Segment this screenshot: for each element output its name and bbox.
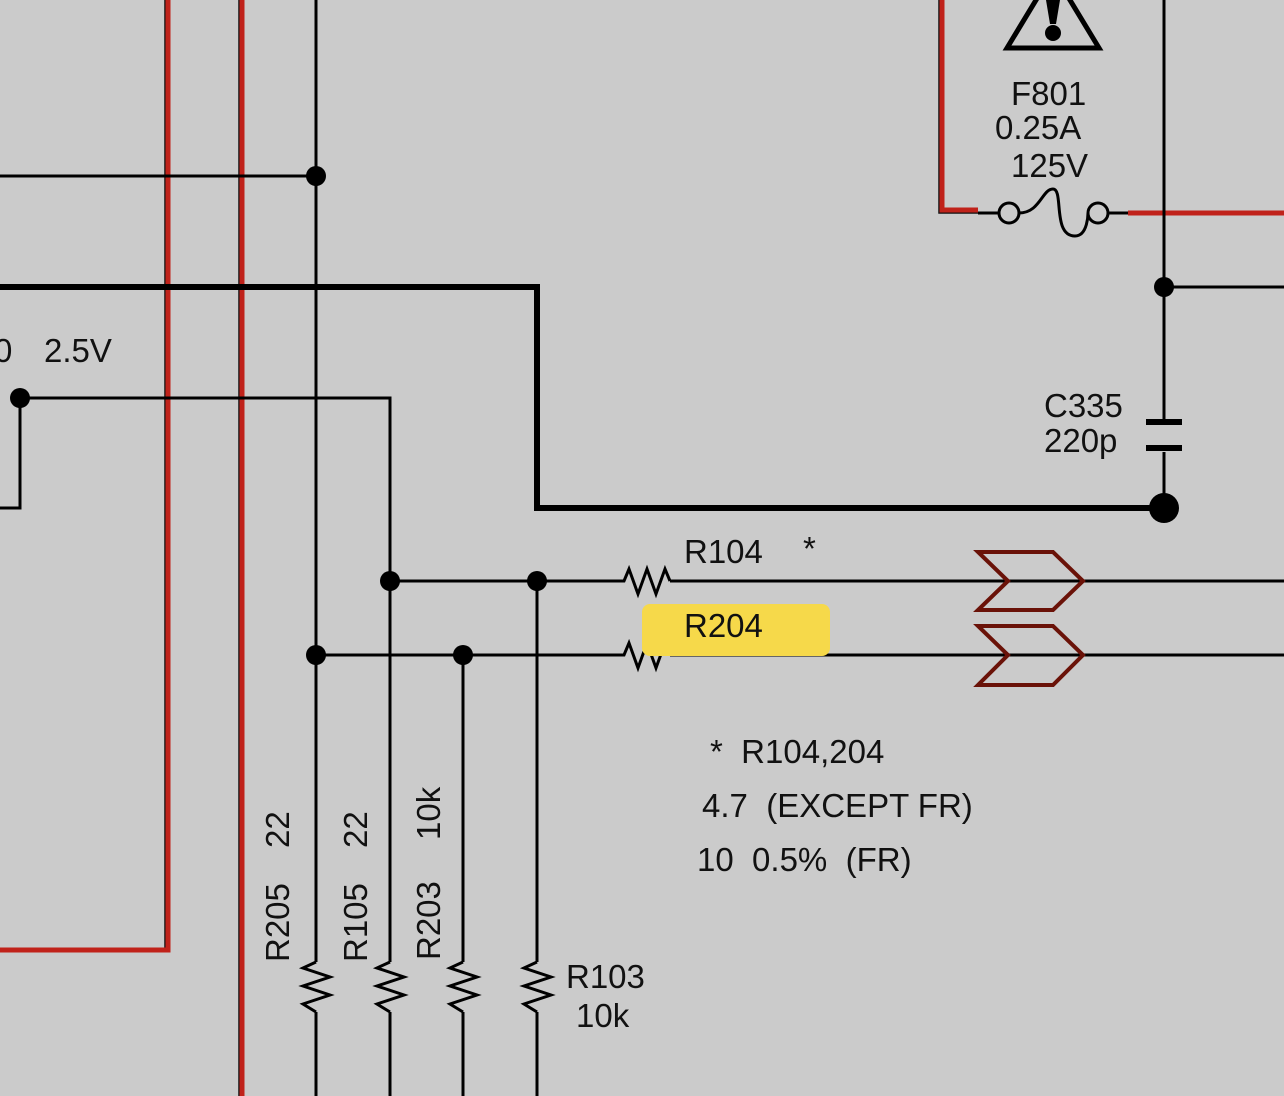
note-line-1: * R104,204	[710, 733, 884, 770]
r205-ref-label: R205	[259, 883, 296, 962]
r203-value-label: 10k	[410, 786, 447, 840]
c335-value-label: 220p	[1044, 422, 1117, 459]
resistor-r103-symbol	[519, 960, 556, 1014]
warning-triangle-icon	[1002, 0, 1104, 51]
capacitor-symbol	[1146, 419, 1182, 451]
r204-highlight	[642, 604, 830, 656]
r104-mark-label: *	[803, 530, 816, 567]
f801-ref-label: F801	[1011, 75, 1086, 112]
resistor-r203-symbol	[445, 960, 482, 1014]
resistor-r205-symbol	[298, 960, 335, 1014]
r105-value-label: 22	[337, 811, 374, 848]
ground-bus	[0, 284, 1164, 511]
r104-ref-label: R104	[684, 533, 763, 570]
resistor-r105-symbol	[372, 960, 409, 1014]
r103-value-label: 10k	[576, 997, 630, 1034]
voltage-label: 2.5V	[44, 332, 112, 369]
r103-ref-label: R103	[566, 958, 645, 995]
c335-ref-label: C335	[1044, 387, 1123, 424]
note-line-3: 10 0.5% (FR)	[697, 841, 912, 878]
f801-current-label: 0.25A	[995, 109, 1081, 146]
r205-value-label: 22	[259, 811, 296, 848]
junction-dots	[10, 166, 1179, 665]
r105-ref-label: R105	[337, 883, 374, 962]
resistor-r104-symbol	[612, 564, 672, 599]
r203-ref-label: R203	[410, 881, 447, 960]
r204-ref-label: R204	[684, 607, 763, 644]
voltage-partial-label: 0	[0, 332, 12, 369]
f801-voltage-label: 125V	[1011, 147, 1088, 184]
fuse-symbol	[997, 187, 1110, 238]
connector-arrow-icon	[973, 550, 1086, 687]
note-line-2: 4.7 (EXCEPT FR)	[702, 787, 973, 824]
